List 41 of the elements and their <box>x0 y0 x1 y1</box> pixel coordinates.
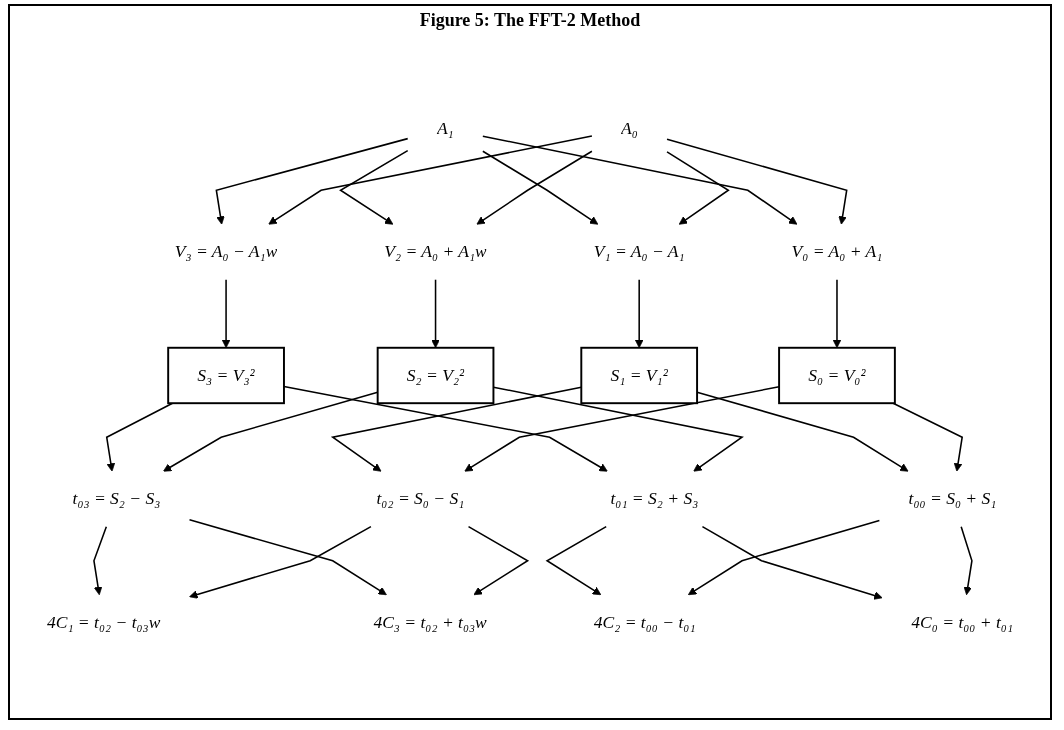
arrow <box>482 135 798 225</box>
arrow <box>268 135 593 225</box>
arrow <box>189 525 372 599</box>
node-text: 4C₂ = t₀₀ − t₀₁ <box>593 612 696 632</box>
arrow <box>687 519 881 596</box>
arrow <box>215 137 409 225</box>
arrow <box>832 278 842 349</box>
figure-title: Figure 5: The FFT-2 Method <box>419 10 641 31</box>
arrow <box>105 402 174 472</box>
arrow <box>93 525 108 596</box>
arrow <box>634 278 644 349</box>
arrow <box>960 525 973 596</box>
arrow <box>545 525 607 596</box>
node-text: V₃ = A₀ − A₁w <box>174 241 278 262</box>
arrow <box>892 402 964 472</box>
arrow <box>431 278 440 349</box>
node-text: t₀₃ = S₂ − S₃ <box>72 488 161 509</box>
node-text: t₀₁ = S₂ + S₃ <box>610 488 699 509</box>
node-box: S₀ = V₀² <box>778 346 896 405</box>
node-box: S₁ = V₁² <box>580 346 699 405</box>
node-text: V₂ = A₀ + A₁w <box>384 241 487 262</box>
node-box: S₂ = V₂² <box>376 346 495 405</box>
node-text: A₀ <box>621 118 638 138</box>
node-text: t₀₀ = S₀ + S₁ <box>908 488 997 509</box>
arrow <box>666 151 730 225</box>
arrow <box>467 525 530 596</box>
node-text: A₁ <box>436 118 454 138</box>
node-text: V₀ = A₀ + A₁ <box>791 241 883 262</box>
arrow <box>666 138 848 225</box>
arrow <box>464 385 780 472</box>
node-text: t₀₂ = S₀ − S₁ <box>376 488 465 509</box>
node-text: 4C₃ = t₀₂ + t₀₃w <box>373 612 487 632</box>
node-box: S₃ = V₃² <box>167 346 285 405</box>
node-text: 4C₀ = t₀₀ + t₀₁ <box>911 612 1014 632</box>
arrow <box>339 149 409 225</box>
node-text: 4C₁ = t₀₂ − t₀₃w <box>46 612 161 632</box>
arrow <box>188 519 387 596</box>
arrow <box>283 385 608 472</box>
arrow <box>221 278 231 349</box>
arrow <box>701 525 883 600</box>
node-text: V₁ = A₀ − A₁ <box>593 241 685 262</box>
